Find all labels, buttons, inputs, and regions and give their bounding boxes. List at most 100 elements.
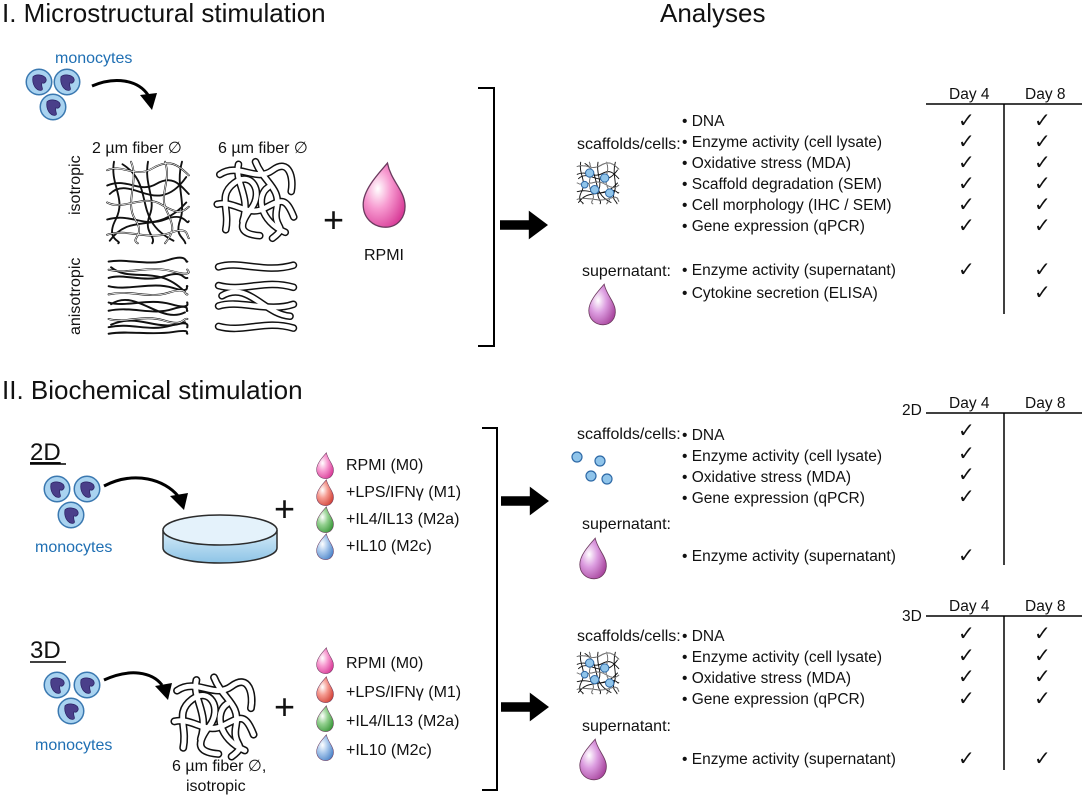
s2d-rows: • DNA • Enzyme activity (cell lysate) • … — [682, 418, 975, 567]
check-icon: ✓ — [958, 150, 975, 174]
check-icon: ✓ — [958, 664, 975, 688]
s3d-day8-header: Day 8 — [1025, 598, 1066, 615]
il10-droplet-icon — [316, 734, 334, 761]
s1-supernatant-label: supernatant: — [582, 263, 671, 280]
check-icon: ✓ — [1034, 643, 1051, 667]
s1-row-label: • Oxidative stress (MDA) — [682, 155, 851, 172]
section2-arrow-2d — [501, 486, 549, 516]
s1-day8-header: Day 8 — [1025, 86, 1066, 103]
section2-bracket — [482, 427, 498, 791]
s2d-row-label: • DNA — [682, 427, 725, 444]
section1-title: I. Microstructural stimulation — [2, 0, 326, 28]
check-icon: ✓ — [958, 441, 975, 465]
s1-day4-header: Day 4 — [949, 86, 990, 103]
anisotropic-label: anisotropic — [67, 258, 84, 335]
rpmi-m0-droplet-icon — [316, 647, 334, 674]
s1-row-label: • Enzyme activity (supernatant) — [682, 262, 896, 279]
il10-droplet-icon — [316, 533, 334, 560]
monocytes-3d-label: monocytes — [35, 737, 112, 754]
s3d-rows: • DNA • Enzyme activity (cell lysate) • … — [682, 621, 1051, 770]
s3d-supernatant-droplet-icon — [579, 738, 607, 781]
rpmi-droplet-icon — [362, 162, 406, 228]
check-icon: ✓ — [958, 257, 975, 281]
check-icon: ✓ — [1034, 171, 1051, 195]
check-icon: ✓ — [1034, 213, 1051, 237]
anisotropic-2um-scaffold — [107, 256, 190, 336]
s2d-cells-icon — [571, 451, 613, 485]
seeding-arrow-3d-head — [155, 683, 172, 700]
monocyte-cells-icon — [25, 68, 81, 121]
check-icon: ✓ — [1034, 129, 1051, 153]
check-icon: ✓ — [958, 129, 975, 153]
s1-row-label: • Enzyme activity (cell lysate) — [682, 134, 882, 151]
scaffold-3d-icon — [174, 677, 253, 756]
check-icon: ✓ — [1034, 280, 1051, 304]
check-icon: ✓ — [1034, 621, 1051, 645]
fiber-3d-label-1: 6 µm fiber ∅, — [172, 758, 266, 775]
s3d-day4-header: Day 4 — [949, 598, 990, 615]
s2d-table-label: 2D — [902, 402, 922, 419]
s2d-scaffolds-label: scaffolds/cells: — [577, 426, 681, 443]
s1-scaffold-cells-icon — [577, 162, 619, 204]
panel-2d-label: 2D — [30, 439, 61, 466]
check-icon: ✓ — [1034, 150, 1051, 174]
il4-il13-droplet-icon — [316, 506, 334, 533]
s2d-row-label: • Enzyme activity (cell lysate) — [682, 448, 882, 465]
check-icon: ✓ — [958, 484, 975, 508]
check-icon: ✓ — [958, 686, 975, 710]
check-icon: ✓ — [1034, 192, 1051, 216]
plus-sign: + — [323, 199, 344, 240]
lps-ifng-droplet-icon — [316, 676, 334, 703]
s1-supernatant-droplet-icon — [588, 283, 616, 326]
check-icon: ✓ — [1034, 257, 1051, 281]
monocyte-cells-2d-icon — [43, 475, 101, 529]
fiber-3d-label-2: isotropic — [186, 778, 246, 795]
check-icon: ✓ — [1034, 686, 1051, 710]
section1-arrow — [500, 210, 548, 240]
section2-title: II. Biochemical stimulation — [2, 375, 303, 405]
s3d-supernatant-label: supernatant: — [582, 718, 671, 735]
s1-row-label: • Cytokine secretion (ELISA) — [682, 285, 878, 302]
s3d-scaffold-cells-icon — [577, 652, 619, 694]
monocytes-2d-label: monocytes — [35, 539, 112, 556]
seeding-arrow-2d — [103, 476, 180, 497]
check-icon: ✓ — [1034, 664, 1051, 688]
media-label: +IL4/IL13 (M2a) — [346, 713, 459, 730]
check-icon: ✓ — [1034, 746, 1051, 770]
s2d-supernatant-droplet-icon — [579, 537, 607, 580]
il4-il13-droplet-icon — [316, 705, 334, 732]
s2d-day8-header: Day 8 — [1025, 395, 1066, 412]
media-label: +IL10 (M2c) — [346, 538, 432, 555]
media-label: +LPS/IFNγ (M1) — [346, 484, 461, 501]
seeding-arrow-2d-head — [170, 493, 188, 510]
section2-arrow-3d — [501, 692, 549, 722]
media-list-2d: RPMI (M0) +LPS/IFNγ (M1) +IL4/IL13 (M2a)… — [316, 452, 461, 560]
fiber-2um-label: 2 µm fiber ∅ — [92, 140, 182, 157]
s3d-row-label: • Enzyme activity (supernatant) — [682, 751, 896, 768]
rpmi-label: RPMI — [364, 247, 404, 264]
s2d-row-label: • Oxidative stress (MDA) — [682, 469, 851, 486]
s3d-table-label: 3D — [902, 608, 922, 625]
s1-row-label: • Gene expression (qPCR) — [682, 218, 865, 235]
check-icon: ✓ — [958, 643, 975, 667]
s2d-supernatant-label: supernatant: — [582, 516, 671, 533]
s2d-row-label: • Enzyme activity (supernatant) — [682, 548, 896, 565]
lps-ifng-droplet-icon — [316, 479, 334, 506]
check-icon: ✓ — [958, 171, 975, 195]
seeding-arrow-3d — [103, 671, 164, 686]
check-icon: ✓ — [958, 108, 975, 132]
check-icon: ✓ — [958, 746, 975, 770]
media-label: RPMI (M0) — [346, 655, 423, 672]
s2d-day4-header: Day 4 — [949, 395, 990, 412]
anisotropic-6um-scaffold — [219, 265, 294, 328]
media-label: +IL4/IL13 (M2a) — [346, 511, 459, 528]
isotropic-6um-scaffold — [217, 162, 294, 239]
s3d-scaffolds-label: scaffolds/cells: — [577, 628, 681, 645]
s1-row-label: • DNA — [682, 113, 725, 130]
fiber-6um-label: 6 µm fiber ∅ — [218, 140, 308, 157]
plus-sign-3d: + — [274, 686, 295, 727]
s3d-row-label: • DNA — [682, 628, 725, 645]
check-icon: ✓ — [1034, 108, 1051, 132]
check-icon: ✓ — [958, 462, 975, 486]
